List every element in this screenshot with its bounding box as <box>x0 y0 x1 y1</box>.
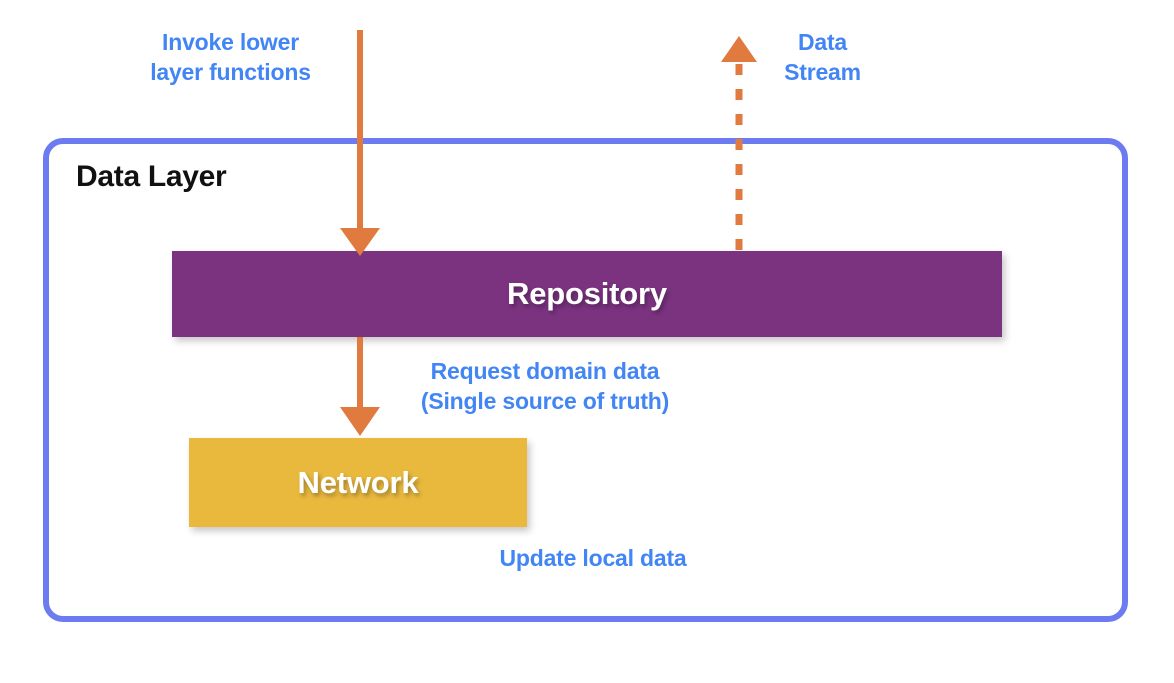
data-layer-container <box>43 138 1128 622</box>
network-label: Network <box>297 464 419 500</box>
annotation-data-stream: Data Stream <box>784 29 861 85</box>
network-block[interactable]: Network <box>189 438 527 527</box>
repository-block[interactable]: Repository <box>172 251 1002 337</box>
annotation-request-domain-data: Request domain data (Single source of tr… <box>420 358 670 414</box>
annotation-invoke-lower-layer-functions: Invoke lower layer functions <box>150 29 311 85</box>
data-layer-title: Data Layer <box>76 160 227 193</box>
repository-label: Repository <box>507 276 667 311</box>
annotation-update-local-data: Update local data <box>499 545 687 571</box>
